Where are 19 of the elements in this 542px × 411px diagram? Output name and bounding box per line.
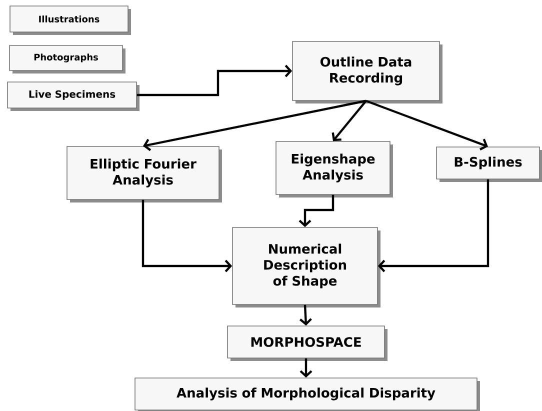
arrow bbox=[366, 100, 488, 150]
process-box: Outline Data Recording bbox=[292, 41, 442, 104]
arrow bbox=[332, 100, 367, 142]
process-box: MORPHOSPACE bbox=[227, 326, 388, 361]
arrow bbox=[378, 179, 490, 272]
arrow bbox=[300, 358, 312, 378]
process-box: Numerical Description of Shape bbox=[232, 227, 380, 308]
process-box: Illustrations bbox=[10, 6, 131, 35]
process-box: Analysis of Morphological Disparity bbox=[134, 378, 480, 411]
arrow bbox=[142, 200, 232, 272]
arrow bbox=[136, 64, 292, 96]
process-box: Live Specimens bbox=[7, 82, 140, 111]
process-box: Photographs bbox=[9, 45, 126, 74]
arrow bbox=[300, 304, 312, 326]
arrow bbox=[143, 100, 366, 152]
arrow bbox=[298, 194, 334, 228]
process-box: B-Splines bbox=[436, 146, 542, 182]
process-box: Eigenshape Analysis bbox=[276, 141, 393, 198]
process-box: Elliptic Fourier Analysis bbox=[66, 146, 222, 202]
